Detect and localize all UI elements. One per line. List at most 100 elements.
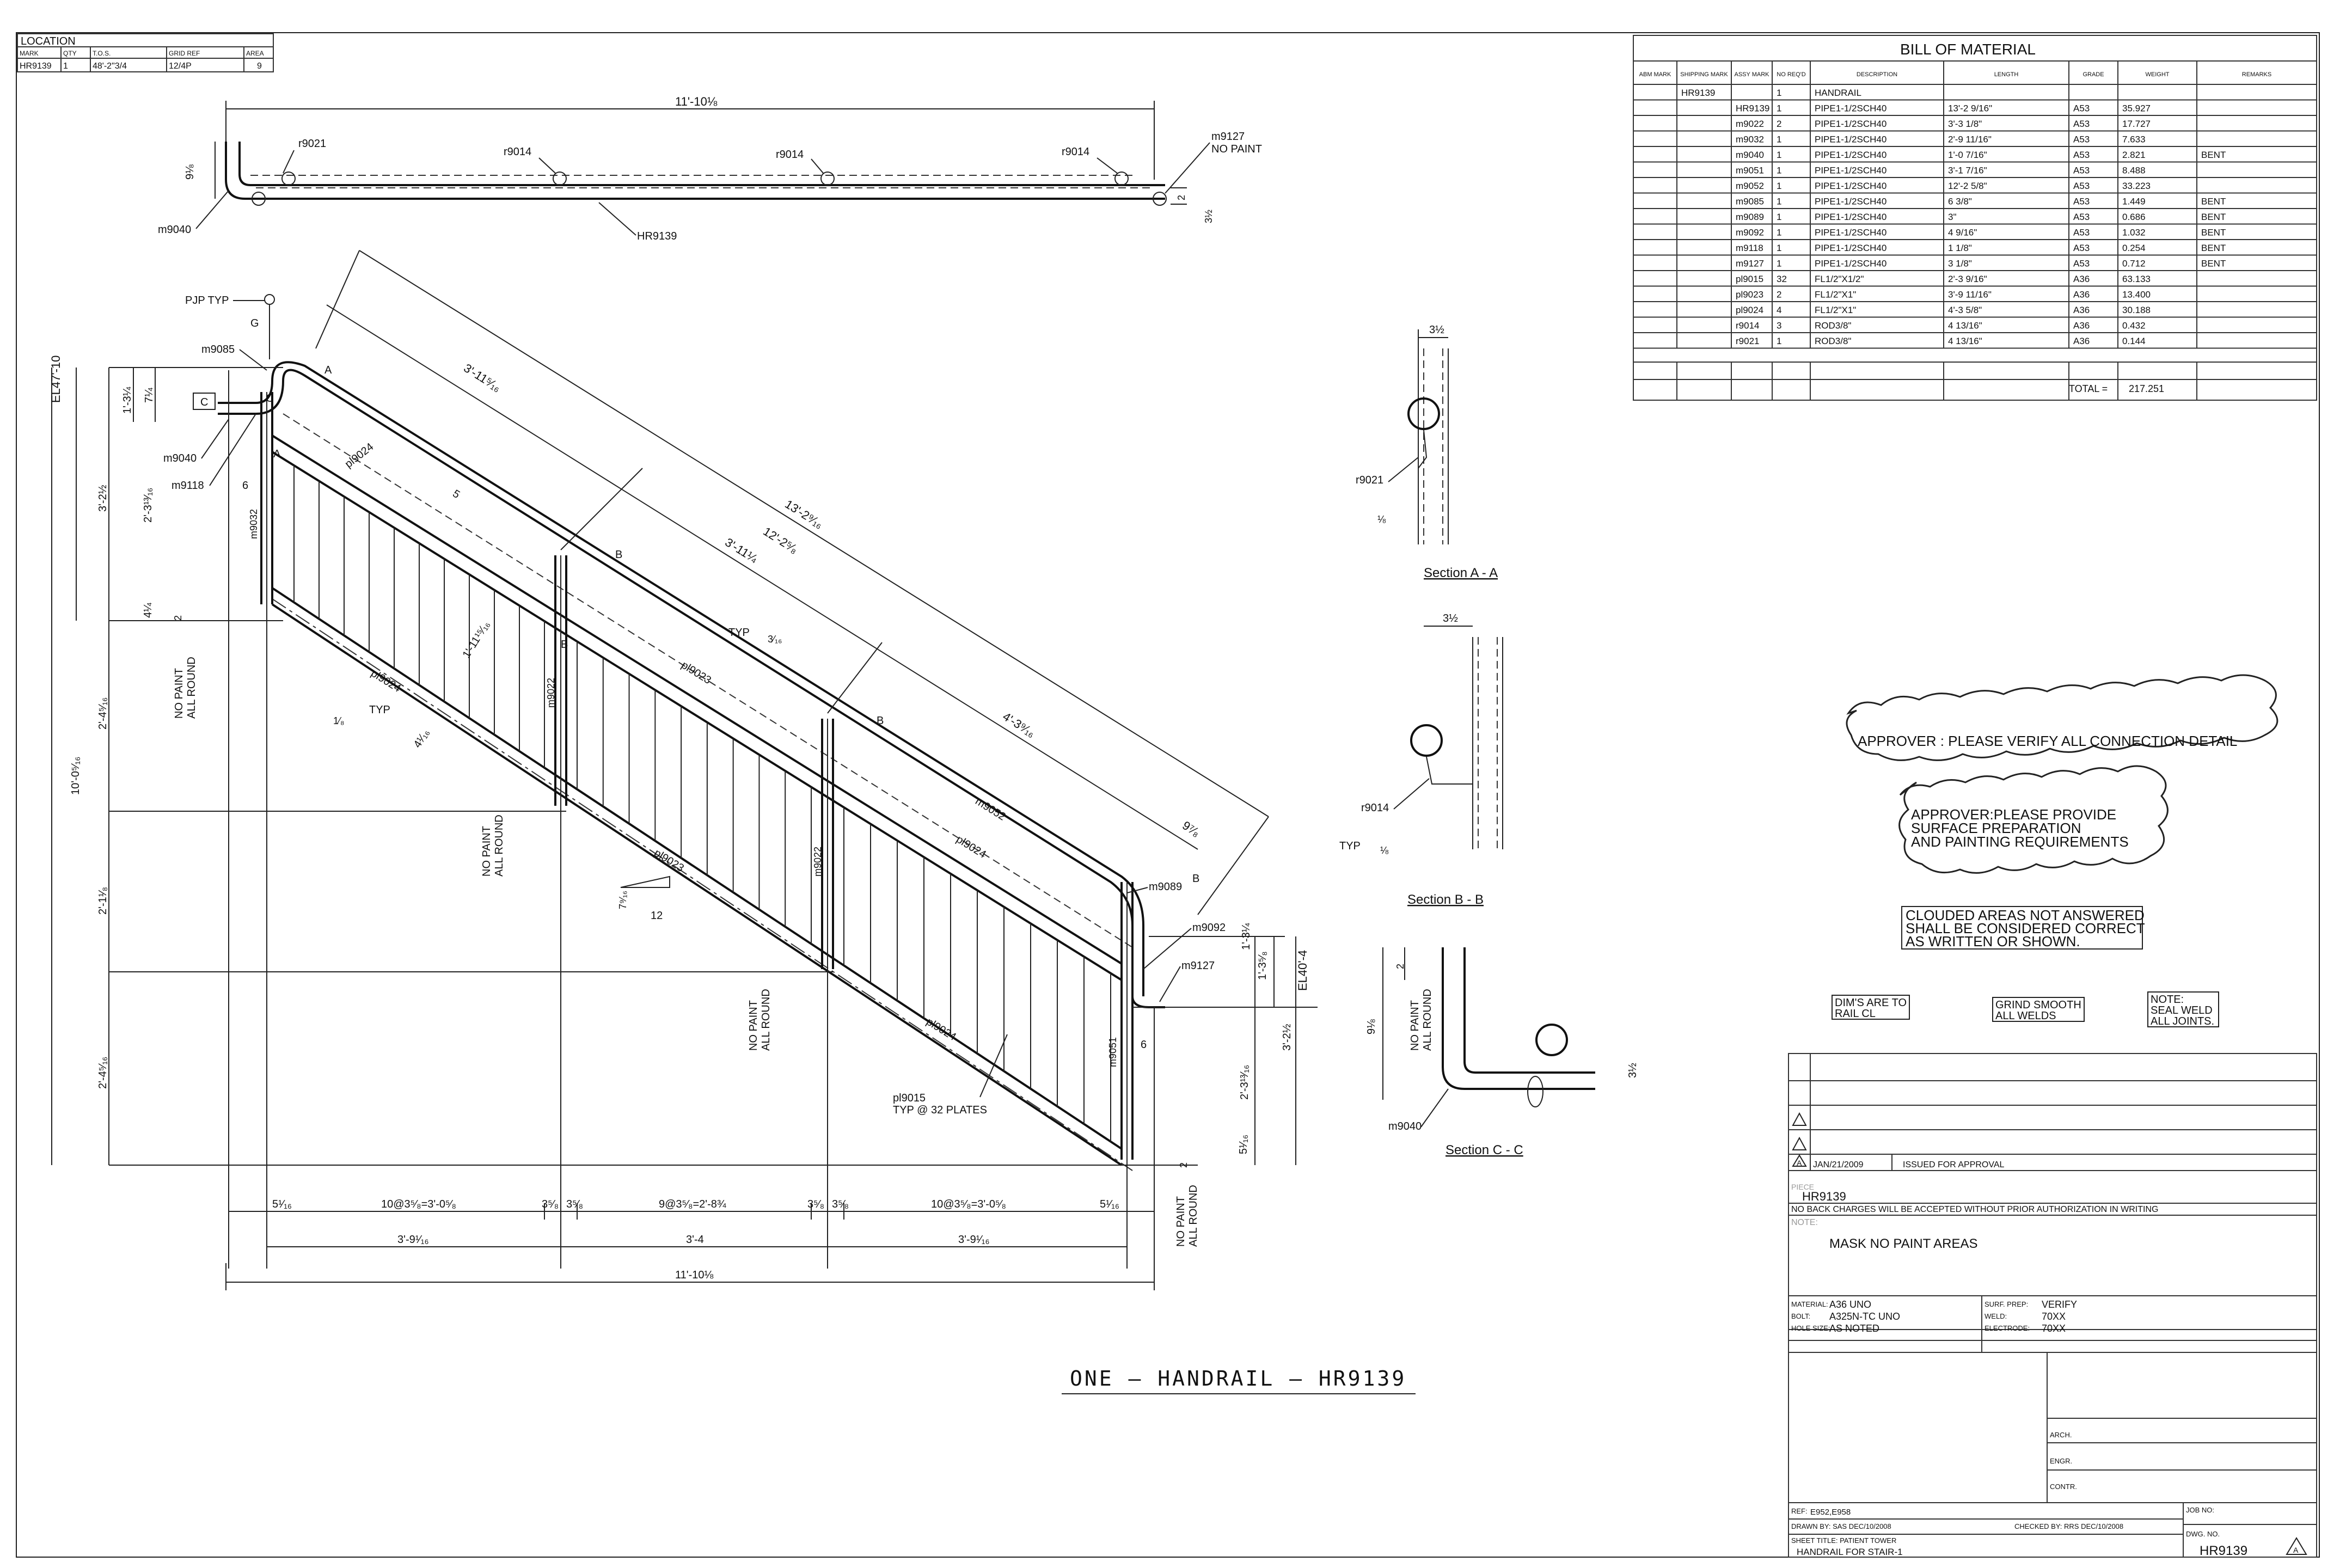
- section-a-label: r9021: [1356, 474, 1383, 486]
- bom-cell: FL1/2"X1/2": [1815, 274, 1864, 284]
- bottom-dim: 3⁵⁄₈: [832, 1198, 849, 1210]
- label-c: C: [200, 396, 208, 408]
- bom-cell: 2: [1777, 119, 1781, 129]
- seal-note: NOTE: SEAL WELD ALL JOINTS.: [2147, 991, 2219, 1027]
- section-b-frac: ⅛: [1380, 845, 1389, 856]
- bom-header: WEIGHT: [2146, 71, 2170, 78]
- label-pl9015: pl9015: [893, 1092, 926, 1104]
- bottom-dim: 3'-9¹⁄₁₆: [397, 1234, 429, 1246]
- piece-mark: HR9139: [1802, 1190, 1846, 1203]
- bottom-dim: 9@3⁵⁄₈=2'-8¾: [659, 1198, 726, 1210]
- bom-cell: HR9139: [1681, 88, 1715, 98]
- location-header: AREA: [246, 50, 264, 57]
- label-pl9024: pl9024: [343, 441, 376, 470]
- bom-cell: 35.927: [2122, 103, 2151, 114]
- label-pjp: PJP TYP: [185, 295, 229, 307]
- bom-cell: A36: [2073, 274, 2090, 284]
- elevation-right-dim: 2'-3¹³⁄₁₆: [1239, 1065, 1251, 1100]
- bom-cell: pl9015: [1736, 274, 1763, 284]
- plan-label-r9021: r9021: [298, 138, 326, 150]
- location-cell: 1: [63, 62, 68, 71]
- label-m9085: m9085: [201, 344, 235, 356]
- elevation-left-dim: 2'-4⁵⁄₁₆: [97, 1057, 109, 1089]
- approver-note-1: APPROVER : PLEASE VERIFY ALL CONNECTION …: [1858, 733, 2237, 749]
- approver-note-2: AND PAINTING REQUIREMENTS: [1911, 834, 2129, 850]
- bom-header: NO REQ'D: [1777, 71, 1805, 78]
- plan-right-dim2: 3½: [1203, 210, 1214, 223]
- sloped-dim: 1'-11¹⁵⁄₁₆: [461, 619, 493, 660]
- post-m9032: [260, 392, 273, 604]
- bottom-dim: 3⁵⁄₈: [566, 1198, 583, 1210]
- bom-cell: A53: [2073, 181, 2090, 191]
- label-m9022: m9022: [546, 678, 556, 708]
- bom-cell: PIPE1-1/2SCH40: [1815, 243, 1886, 253]
- engr-label: ENGR.: [2050, 1457, 2072, 1465]
- no-paint-label: ALL ROUND: [493, 814, 505, 877]
- seal-note-line: NOTE:: [2151, 994, 2184, 1006]
- bolt-value: A325N-TC UNO: [1829, 1311, 1900, 1322]
- bom-cell: 4 13/16": [1948, 336, 1982, 346]
- sloped-dim: 3'-11⁵⁄₁₆: [461, 361, 503, 394]
- no-paint-label: NO PAINT: [173, 668, 185, 719]
- location-cell: 48'-2"3/4: [93, 62, 127, 71]
- bom-cell: 17.727: [2122, 119, 2151, 129]
- grind-note-line: GRIND SMOOTH: [1995, 999, 2081, 1011]
- label-m9127: m9127: [1181, 960, 1215, 972]
- section-b: 3½ r9014 TYP ⅛ Section B - B: [1339, 612, 1503, 907]
- bom-cell: m9089: [1736, 212, 1764, 222]
- bom-cell: m9032: [1736, 134, 1764, 145]
- section-mark-b: B: [1192, 873, 1199, 885]
- bottom-dim: 3⁵⁄₈: [807, 1198, 824, 1210]
- clouded-note-line: SHALL BE CONSIDERED CORRECT: [1906, 920, 2145, 936]
- bom-cell: 4: [1777, 305, 1781, 315]
- bom-cell: BENT: [2201, 150, 2226, 160]
- plan-label-m9040: m9040: [158, 224, 191, 236]
- plan-rail: [225, 142, 1165, 200]
- no-paint-label: NO PAINT: [748, 1000, 759, 1051]
- elevation-right-dim: 1'-3⁵⁄₈: [1257, 951, 1269, 980]
- dims-note-line: RAIL CL: [1835, 1008, 1876, 1020]
- seal-note-line: SEAL WELD: [2151, 1004, 2213, 1016]
- elevation-left-dim: 1'-3¼: [121, 387, 133, 414]
- electrode-label: ELECTRODE:: [1984, 1324, 2030, 1332]
- bom-cell: m9051: [1736, 166, 1764, 176]
- arch-label: ARCH.: [2050, 1431, 2072, 1439]
- bom-cell: 1: [1777, 259, 1781, 269]
- bom-cell: 7.633: [2122, 134, 2146, 145]
- bom-cell: 6 3/8": [1948, 197, 1972, 207]
- bom-cell: m9022: [1736, 119, 1764, 129]
- approver-note-2: APPROVER:PLEASE PROVIDE: [1911, 806, 2116, 823]
- label-m9040: m9040: [163, 452, 197, 464]
- bottom-dim: 3'-9¹⁄₁₆: [958, 1234, 990, 1246]
- bom-cell: A53: [2073, 212, 2090, 222]
- bottom-dim: 5¹⁄₁₆: [272, 1198, 292, 1210]
- bom-cell: PIPE1-1/2SCH40: [1815, 150, 1886, 160]
- bom-cell: 1: [1777, 150, 1781, 160]
- section-a-dim: 3½: [1429, 324, 1444, 336]
- bottom-dim: 10@3⁵⁄₈=3'-0⁵⁄₈: [381, 1198, 456, 1210]
- bom-cell: ROD3/8": [1815, 336, 1851, 346]
- bom-cell: A36: [2073, 336, 2090, 346]
- bom-cell: 1.449: [2122, 197, 2146, 207]
- bom-cell: 1: [1777, 197, 1781, 207]
- plan-label-r9014: r9014: [1062, 146, 1089, 158]
- bom-cell: ROD3/8": [1815, 321, 1851, 331]
- section-mark-c: C: [266, 393, 273, 405]
- plan-label-m9127: m9127: [1211, 131, 1245, 143]
- bom-cell: 2.821: [2122, 150, 2146, 160]
- sloped-dim: 13'-2⁹⁄₁₆: [782, 497, 825, 531]
- bom-cell: 30.188: [2122, 305, 2151, 315]
- back-charges: NO BACK CHARGES WILL BE ACCEPTED WITHOUT…: [1791, 1205, 2158, 1214]
- plan-label-no-paint: NO PAINT: [1211, 143, 1262, 155]
- bom-header: ASSY MARK: [1735, 71, 1770, 78]
- sheet-title-label: SHEET TITLE: PATIENT TOWER: [1791, 1536, 1896, 1545]
- bom-cell: A53: [2073, 228, 2090, 238]
- sloped-dim: 4¹⁄₁₆: [412, 727, 432, 750]
- bom-cell: 8.488: [2122, 166, 2146, 176]
- bom-header: DESCRIPTION: [1857, 71, 1897, 78]
- weld-label: WELD:: [1984, 1312, 2007, 1320]
- location-header: T.O.S.: [93, 50, 111, 57]
- label-six-b: 6: [1141, 1039, 1147, 1051]
- surf-value: VERIFY: [2042, 1299, 2077, 1310]
- section-a: 3½ r9021 ⅛ Section A - A: [1356, 324, 1498, 580]
